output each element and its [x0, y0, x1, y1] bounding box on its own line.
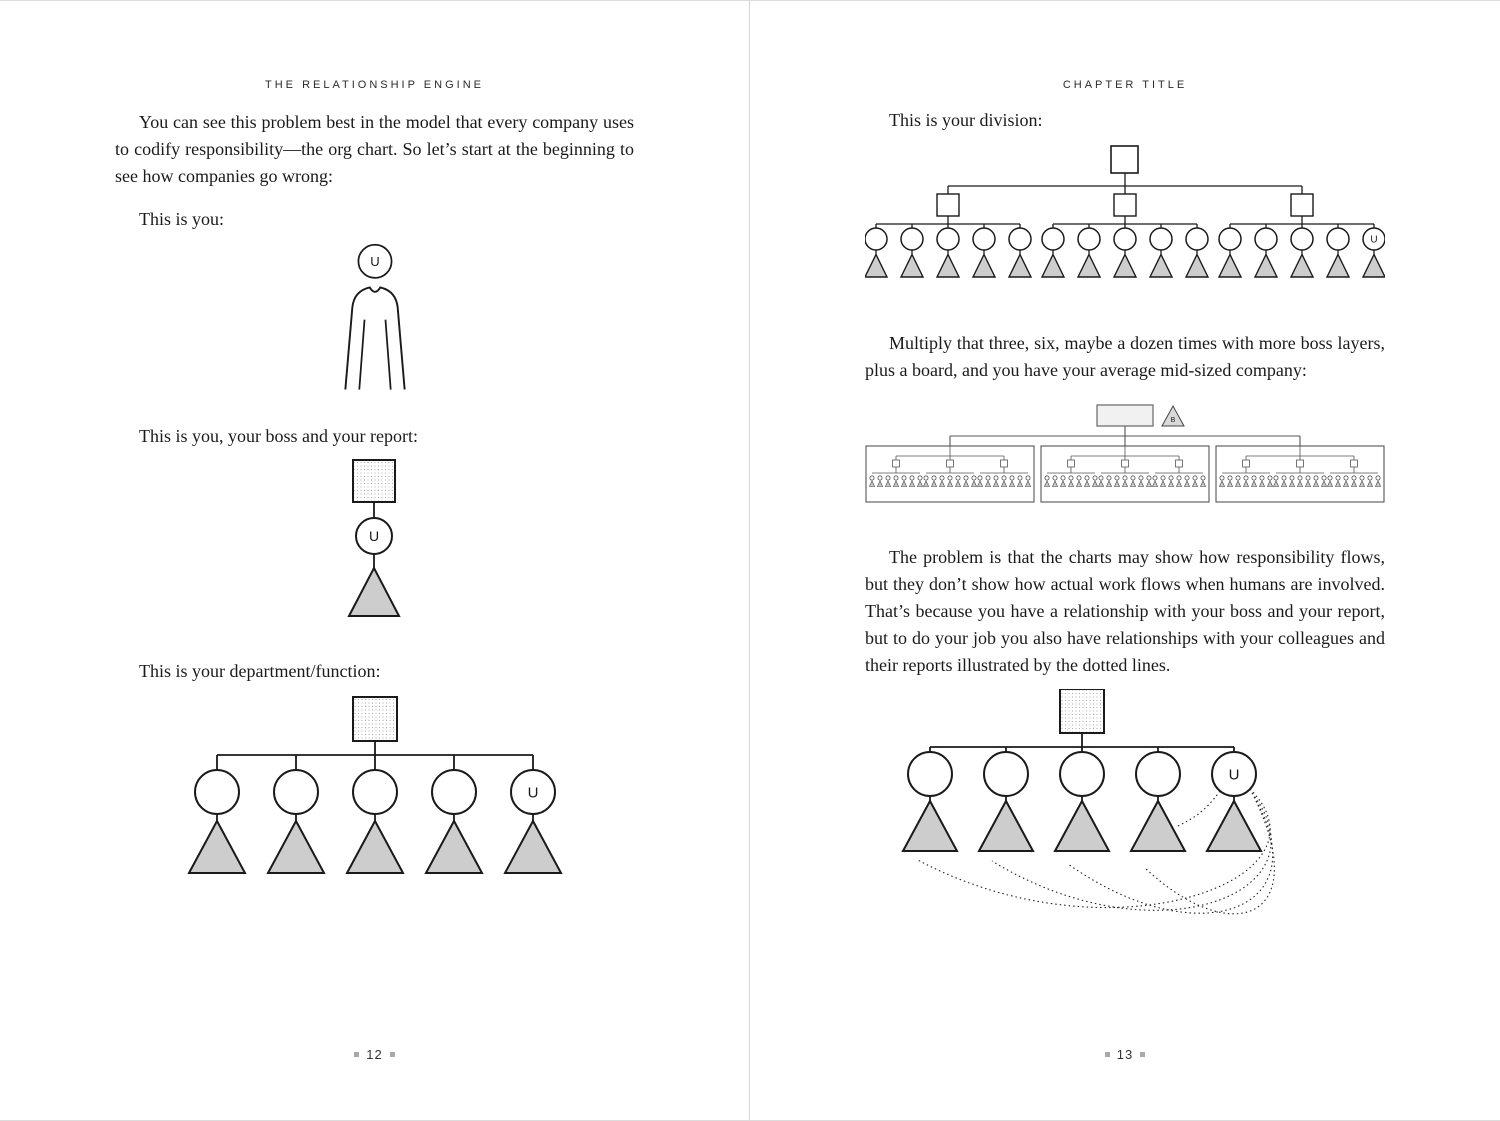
- you-circle-node: [354, 517, 393, 555]
- person-node: [1149, 227, 1173, 278]
- figure-relationship-chart: U: [865, 689, 1385, 929]
- boss-square-node: [351, 459, 396, 503]
- report-triangle-node: [1205, 798, 1263, 852]
- person-icon: U: [343, 243, 406, 390]
- figure-person-icon: U: [115, 243, 634, 393]
- caption-boss-report: This is you, your boss and your report:: [139, 426, 418, 446]
- person-node: [1008, 227, 1032, 278]
- person-node: [1218, 227, 1242, 278]
- caption-this-is-you: This is you:: [139, 209, 225, 229]
- person-node: [1290, 227, 1314, 278]
- person-arm-lines: [357, 319, 392, 390]
- caption-department: This is your department/function:: [139, 661, 381, 681]
- running-header-left: THE RELATIONSHIP ENGINE: [265, 79, 484, 91]
- connector-lines: [876, 216, 1374, 225]
- page-right: CHAPTER TITLE This is your division:: [750, 1, 1500, 1120]
- connector-lines: [947, 173, 1303, 194]
- division-box: [1216, 446, 1384, 502]
- connector-lines: [875, 224, 1375, 228]
- colleague-circle-node: [983, 751, 1029, 797]
- folio-ornament-icon: [1104, 1052, 1110, 1057]
- person-node: [900, 227, 924, 278]
- report-triangle-node: [1361, 252, 1385, 278]
- person-node: [1326, 227, 1350, 278]
- division-box: [1041, 446, 1209, 502]
- report-triangle-node: [901, 798, 959, 852]
- connector-lines: [929, 733, 1235, 752]
- boss-you-report-chart: U: [346, 459, 401, 617]
- folio-ornament-icon: [1140, 1052, 1146, 1057]
- you-initial-label: U: [368, 528, 378, 544]
- folio-left: 12: [0, 1047, 749, 1062]
- manager-square-node: [1290, 193, 1314, 217]
- boss-square-node: [351, 696, 398, 742]
- person-node: [1254, 227, 1278, 278]
- manager-square-node: [936, 193, 960, 217]
- report-triangle-node: [346, 565, 401, 617]
- person-node: [972, 227, 996, 278]
- report-triangle-node: [1053, 798, 1111, 852]
- you-initial-label: U: [527, 785, 538, 802]
- person-node: [1041, 227, 1065, 278]
- person-node: [1077, 227, 1101, 278]
- page-number-right: 13: [1116, 1047, 1134, 1062]
- report-triangle-node: [186, 818, 247, 874]
- colleague-circle-node: [1135, 751, 1181, 797]
- boss-square-node: [1059, 689, 1105, 734]
- report-triangle-node: [265, 818, 326, 874]
- caption-division: This is your division:: [889, 110, 1043, 130]
- colleague-circle-node: [907, 751, 953, 797]
- manager-square-node: [1113, 193, 1137, 217]
- connector-lines: [949, 426, 1301, 446]
- relationship-chart: U: [901, 689, 1275, 915]
- colleague-circle-node: [193, 769, 240, 815]
- board-triangle-node: [1161, 404, 1185, 427]
- division-box: [866, 446, 1034, 502]
- dotted-relationship-lines: [915, 788, 1275, 915]
- board-initial-label: B: [1171, 417, 1176, 424]
- page-left: THE RELATIONSHIP ENGINE You can see this…: [0, 1, 750, 1120]
- division-head-square-node: [1110, 145, 1139, 174]
- person-node: [1185, 227, 1209, 278]
- page-number-left: 12: [366, 1047, 383, 1062]
- person-initial-label: U: [370, 254, 379, 269]
- connector-lines: [215, 741, 534, 770]
- paragraph-multiply: Multiply that three, six, maybe a dozen …: [865, 333, 1385, 380]
- folio-right: 13: [750, 1047, 1500, 1062]
- person-node: [865, 227, 888, 278]
- figure-department-chart: U: [115, 695, 634, 907]
- connector-lines: [215, 814, 534, 821]
- ceo-rect-node: [1096, 404, 1154, 427]
- you-initial-label: U: [1370, 235, 1377, 246]
- figure-company-chart: B: [865, 402, 1385, 514]
- department-chart: U: [186, 696, 563, 874]
- person-node: [936, 227, 960, 278]
- folio-ornament-icon: [354, 1052, 360, 1057]
- report-triangle-node: [977, 798, 1035, 852]
- person-node: [1113, 227, 1137, 278]
- connector-lines: [929, 796, 1235, 801]
- figure-division-chart: U: [865, 144, 1385, 294]
- figure-boss-you-report-chart: U: [115, 458, 634, 626]
- colleague-circle-node: [430, 769, 477, 815]
- person-torso-shape: [343, 286, 406, 390]
- colleague-circle-node: [272, 769, 319, 815]
- division-chart: U: [865, 145, 1385, 278]
- running-header-right: CHAPTER TITLE: [1062, 79, 1188, 91]
- folio-ornament-icon: [389, 1052, 395, 1057]
- you-initial-label: U: [1229, 767, 1240, 784]
- report-triangle-node: [1129, 798, 1187, 852]
- report-triangle-node: [502, 818, 563, 874]
- colleague-circle-node: [351, 769, 398, 815]
- intro-paragraph: You can see this problem best in the mod…: [115, 112, 634, 186]
- person-head-node: [357, 243, 392, 279]
- report-triangle-node: [344, 818, 405, 874]
- paragraph-problem: The problem is that the charts may show …: [865, 547, 1385, 675]
- company-chart: B: [865, 404, 1385, 514]
- colleague-circle-node: [1059, 751, 1105, 797]
- report-triangle-node: [423, 818, 484, 874]
